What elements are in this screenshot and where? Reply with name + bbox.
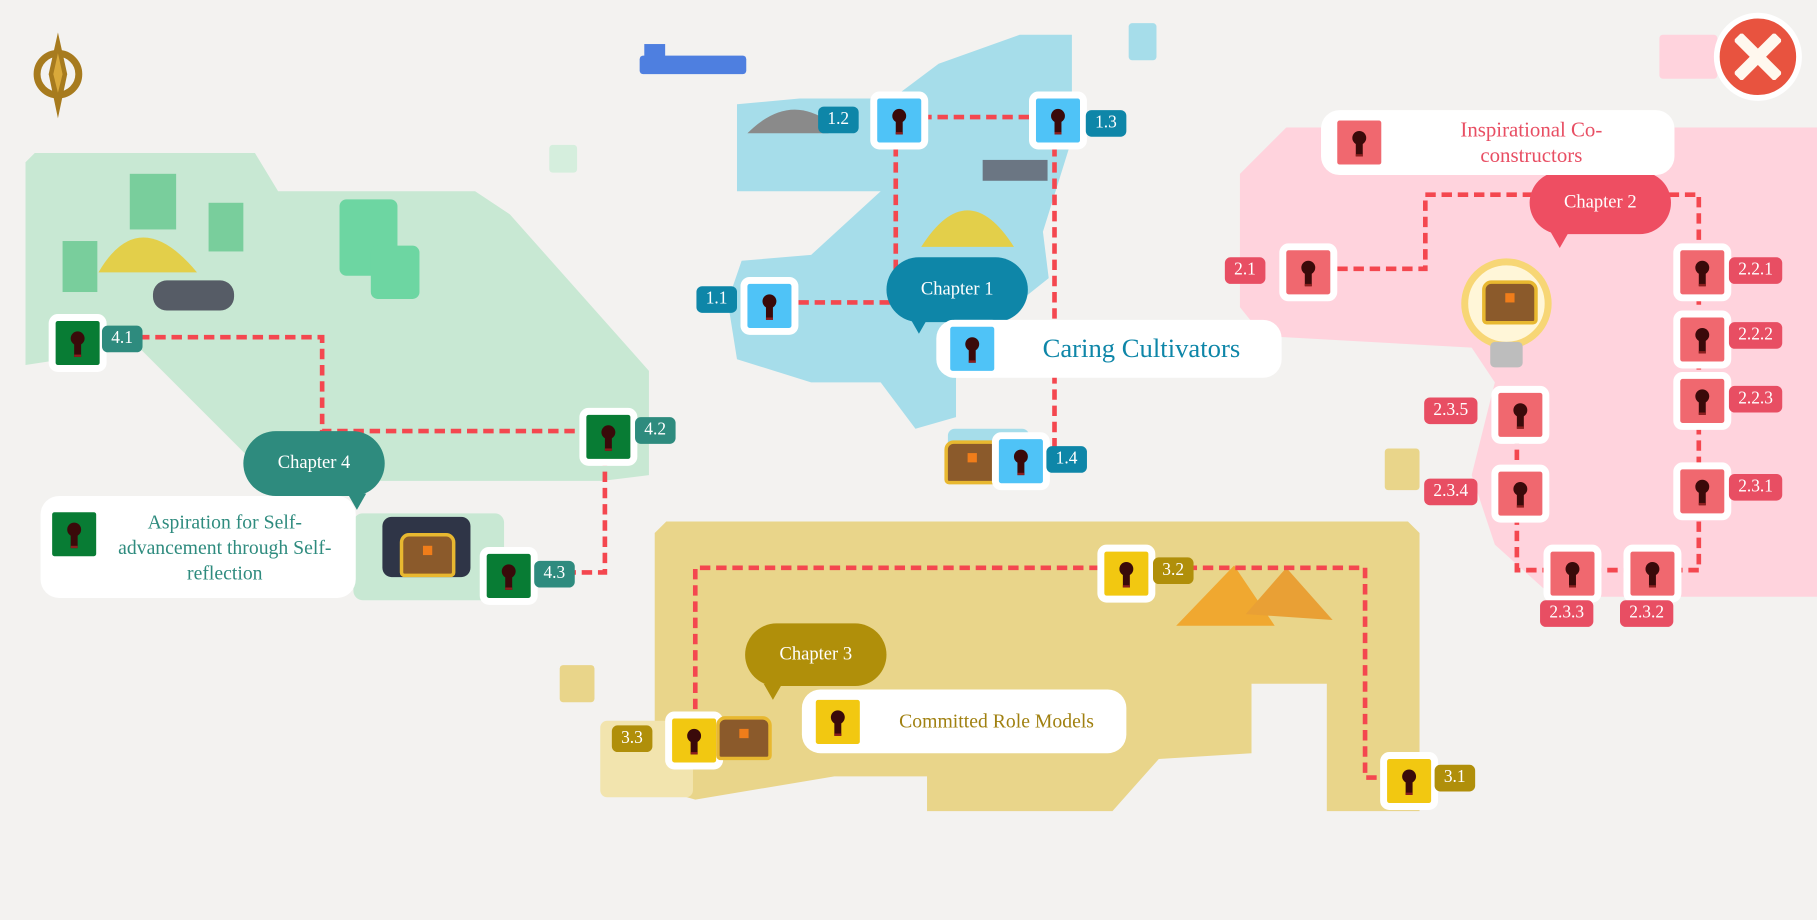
pink-island (1239, 127, 1817, 597)
level-node-2-3-4[interactable] (1491, 464, 1550, 523)
keyhole-lock-icon (67, 522, 82, 549)
level-label[interactable]: 2.3.3 (1540, 600, 1594, 627)
level-label[interactable]: 2.2.2 (1728, 322, 1783, 349)
building-decoration (129, 173, 177, 230)
level-label[interactable]: 2.3.2 (1620, 600, 1674, 627)
level-node-2-1[interactable] (1279, 243, 1338, 302)
level-node-2-2-2[interactable] (1673, 310, 1732, 369)
keyhole-lock-icon (1301, 260, 1316, 287)
level-label[interactable]: 2.2.3 (1728, 385, 1783, 413)
chapter-bubble[interactable]: Chapter 4 (243, 431, 385, 510)
hill-decoration (98, 237, 197, 273)
level-node-3-3[interactable] (665, 711, 724, 770)
keyhole-lock-icon (1695, 479, 1710, 506)
level-node-2-2-1[interactable] (1673, 243, 1732, 302)
keyhole-lock-icon (601, 425, 616, 451)
chapter-title: Inspirational Co-constructors (1460, 118, 1603, 167)
train-decoration (152, 280, 235, 311)
keyhole-lock-icon (687, 728, 702, 755)
level-node-4-1[interactable] (48, 314, 107, 372)
level-node-3-1[interactable] (1380, 752, 1439, 811)
chapter-bubble-label: Chapter 1 (920, 279, 994, 299)
level-node-3-2[interactable] (1097, 544, 1156, 603)
level-label[interactable]: 4.1 (101, 325, 143, 353)
level-node-1-1[interactable] (740, 276, 799, 335)
chapter-bubble[interactable]: Chapter 3 (745, 623, 887, 700)
chapter-title: Aspiration for Self-advancement through … (118, 511, 332, 585)
chapter-bubble-label: Chapter 4 (277, 453, 351, 473)
level-node-1-4[interactable] (991, 432, 1050, 491)
level-label[interactable]: 3.3 (611, 725, 653, 753)
path-ch2 (1304, 192, 1702, 573)
mountain-decoration (747, 109, 829, 134)
level-node-1-3[interactable] (1029, 91, 1087, 150)
level-node-2-2-3[interactable] (1673, 371, 1732, 430)
level-node-2-3-5[interactable] (1491, 385, 1550, 444)
keyhole-lock-icon (70, 331, 85, 357)
chapter-title-card[interactable]: Committed Role Models (801, 689, 1127, 754)
chapter-bubble[interactable]: Chapter 1 (886, 257, 1028, 334)
keyhole-lock-icon (1352, 130, 1367, 157)
level-label[interactable]: 1.1 (696, 286, 737, 313)
level-node-2-3-3[interactable] (1543, 544, 1602, 603)
level-label[interactable]: 4.2 (635, 417, 676, 444)
level-label[interactable]: 2.3.5 (1424, 397, 1478, 425)
chapter-title-card[interactable]: Caring Cultivators (936, 319, 1282, 378)
level-label[interactable]: 2.1 (1224, 257, 1266, 284)
chapter-bubble[interactable]: Chapter 2 (1529, 171, 1671, 248)
keyhole-lock-icon (1645, 562, 1660, 588)
treasure-chest-icon[interactable] (716, 716, 772, 761)
level-label[interactable]: 3.2 (1153, 557, 1194, 585)
keyhole-node-icon (943, 319, 1002, 378)
ship-decoration (639, 55, 747, 75)
keyhole-lock-icon (1695, 389, 1710, 415)
chapter-title: Committed Role Models (899, 709, 1094, 732)
level-label[interactable]: 3.1 (1434, 764, 1475, 792)
treasure-chest-icon[interactable] (399, 533, 456, 578)
green-island (25, 152, 649, 481)
chapter-bubble-label: Chapter 3 (779, 644, 853, 664)
keyhole-lock-icon (1565, 562, 1580, 588)
level-node-4-3[interactable] (479, 546, 538, 605)
chapter-bubble-label: Chapter 2 (1563, 192, 1637, 213)
close-button[interactable] (1713, 12, 1802, 101)
keyhole-lock-icon (830, 709, 845, 736)
treasure-chest-icon[interactable] (1482, 280, 1538, 325)
keyhole-node-icon (1330, 113, 1389, 172)
compass-icon[interactable] (23, 32, 93, 120)
keyhole-lock-icon (892, 108, 907, 135)
keyhole-lock-icon (501, 564, 516, 590)
keyhole-lock-icon (762, 294, 777, 320)
keyhole-lock-icon (965, 337, 980, 363)
level-label[interactable]: 4.3 (534, 560, 575, 588)
level-label[interactable]: 2.3.1 (1728, 473, 1783, 501)
keyhole-lock-icon (1013, 449, 1028, 476)
chapter-title-card[interactable]: Aspiration for Self-advancement through … (40, 495, 356, 598)
level-label[interactable]: 1.2 (818, 106, 859, 134)
keyhole-lock-icon (1402, 769, 1417, 795)
level-node-2-3-1[interactable] (1673, 462, 1732, 521)
keyhole-node-icon (45, 505, 104, 564)
level-label[interactable]: 1.4 (1046, 446, 1087, 473)
chapter-title-card[interactable]: Inspirational Co-constructors (1321, 110, 1675, 175)
keyhole-node-icon (808, 692, 867, 751)
keyhole-lock-icon (1695, 260, 1710, 287)
close-icon (1734, 33, 1782, 80)
path-ch4 (74, 334, 608, 575)
keyhole-lock-icon (1695, 327, 1710, 354)
keyhole-lock-icon (1513, 482, 1528, 508)
level-node-2-3-2[interactable] (1623, 544, 1682, 603)
keyhole-lock-icon (1119, 562, 1134, 588)
level-node-4-2[interactable] (579, 407, 638, 466)
keyhole-lock-icon (1051, 108, 1065, 135)
level-label[interactable]: 1.3 (1085, 110, 1127, 137)
level-node-1-2[interactable] (870, 91, 929, 150)
chapter-title: Caring Cultivators (1042, 333, 1241, 363)
level-label[interactable]: 2.2.1 (1728, 257, 1783, 284)
keyhole-lock-icon (1513, 403, 1528, 429)
level-label[interactable]: 2.3.4 (1424, 478, 1478, 506)
